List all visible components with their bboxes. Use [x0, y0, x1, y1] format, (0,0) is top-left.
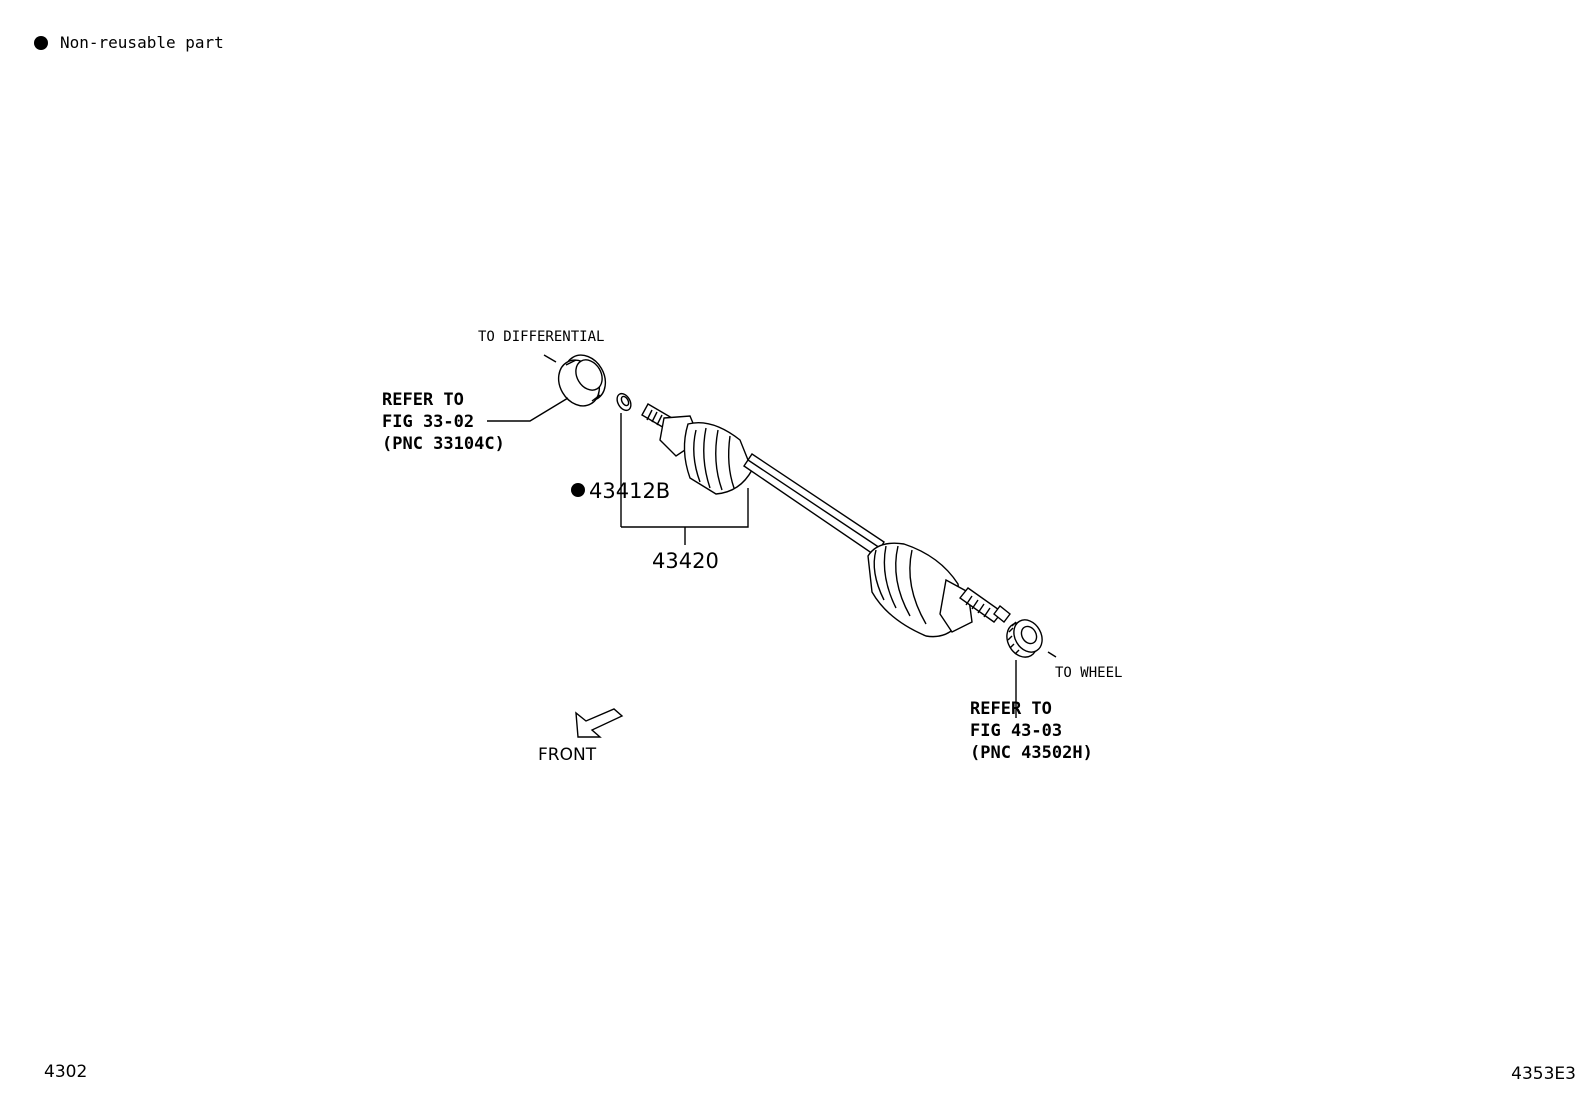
to-differential-line [543, 354, 557, 363]
snap-ring-non-reusable-icon [571, 483, 585, 497]
legend-text: Non-reusable part [60, 33, 224, 52]
inboard-boot [683, 422, 753, 495]
figure-number: 4302 [44, 1062, 87, 1082]
part-number-snap-ring: 43412B [589, 479, 670, 503]
refer-right-line1: REFER TO [970, 699, 1052, 719]
drive-shaft-assembly [641, 403, 1011, 638]
refer-right-line2: FIG 43-03 [970, 721, 1062, 741]
differential-seal-ring [557, 354, 607, 407]
to-wheel-label: TO WHEEL [1055, 665, 1122, 681]
refer-right-block: REFER TO FIG 43-03 (PNC 43502H) [970, 699, 1093, 763]
outboard-boot [867, 542, 963, 638]
refer-left-leader [487, 397, 569, 422]
part-number-drive-shaft: 43420 [652, 549, 719, 573]
refer-right-line3: (PNC 43502H) [970, 743, 1093, 763]
to-wheel-line [1047, 651, 1057, 658]
refer-left-line2: FIG 33-02 [382, 412, 474, 432]
refer-left-line3: (PNC 33104C) [382, 434, 505, 454]
illustration-code: 4353E3 [1511, 1064, 1576, 1084]
drive-shaft-bracket [621, 488, 749, 528]
wheel-hub-nut [1006, 619, 1043, 658]
snap-ring [616, 392, 632, 412]
refer-left-line1: REFER TO [382, 390, 464, 410]
refer-left-block: REFER TO FIG 33-02 (PNC 33104C) [382, 390, 505, 454]
to-differential-label: TO DIFFERENTIAL [478, 329, 604, 345]
front-arrow-icon [575, 708, 624, 738]
non-reusable-marker-icon [34, 36, 48, 50]
shaft-bar [743, 453, 885, 558]
front-label: FRONT [538, 745, 597, 765]
